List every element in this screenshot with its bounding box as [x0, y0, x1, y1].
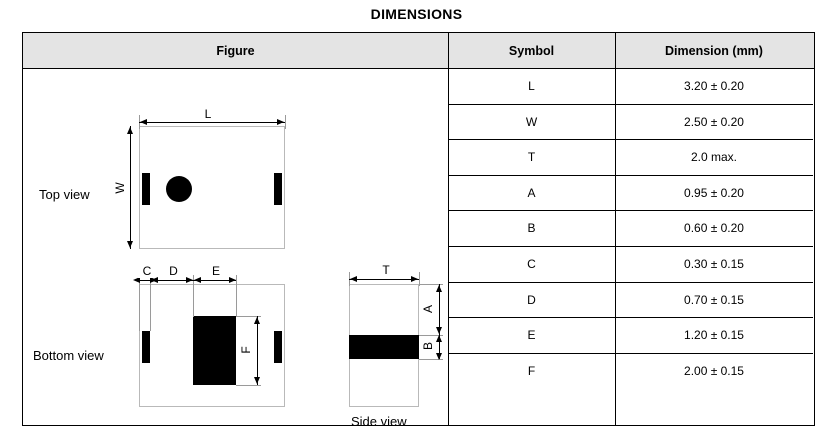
bottom-view-dim-line-d: [150, 280, 193, 281]
dimension-callout-t: T: [377, 263, 395, 277]
top-view-terminal-left: [142, 173, 150, 205]
dimension-callout-e: E: [207, 264, 225, 278]
bottom-view-arrow-d-left: [151, 276, 158, 283]
top-view-terminal-right: [274, 173, 282, 205]
table-row: E 1.20 ± 0.15: [448, 318, 813, 354]
cell-dimension: 3.20 ± 0.20: [684, 79, 744, 93]
top-view-arrow-l-left: [140, 118, 147, 125]
side-view-arrow-b-bottom: [435, 353, 442, 360]
top-view-ext-line-l-right: [285, 115, 286, 129]
cell-symbol: F: [527, 363, 536, 378]
bottom-view-ext-line-f-top: [236, 316, 261, 317]
top-view-polarity-dot: [166, 176, 192, 202]
bottom-view-label: Bottom view: [33, 348, 104, 363]
column-header-figure: Figure: [216, 44, 255, 58]
side-view-arrow-t-left: [350, 275, 357, 282]
cell-dimension: 0.30 ± 0.15: [684, 257, 744, 271]
cell-dimension: 0.60 ± 0.20: [684, 221, 744, 236]
bottom-view-center-pad: [193, 316, 236, 385]
side-view-dim-line-a: [439, 284, 440, 335]
figure-pane: Top view L W Bottom view: [23, 69, 448, 429]
column-divider-symbol-dimension: [615, 33, 616, 425]
bottom-view-arrow-f-bottom: [253, 377, 260, 384]
side-view-ext-line-t-right: [419, 272, 420, 286]
side-view-metal-band: [349, 335, 419, 359]
side-view-label: Side view: [351, 414, 407, 429]
side-view-ext-line-a-top: [419, 284, 443, 285]
bottom-view-ext-line-f-bottom: [236, 385, 261, 386]
bottom-view-dim-line-f: [257, 316, 258, 385]
table-header-row: Figure Symbol Dimension (mm): [23, 33, 814, 69]
table-row: B 0.60 ± 0.20: [448, 211, 813, 247]
table-body: L 3.20 ± 0.20 W 2.50 ± 0.20 T 2.0 max. A…: [448, 69, 813, 425]
cell-symbol: W: [525, 114, 538, 129]
page-title: DIMENSIONS: [370, 6, 463, 22]
top-view-arrow-w-top: [126, 127, 133, 134]
top-view-arrow-l-right: [277, 118, 284, 125]
cell-dimension: 2.0 max.: [690, 150, 738, 165]
bottom-view-ext-line-0: [139, 275, 140, 331]
side-view-arrow-a-bottom: [435, 327, 442, 334]
bottom-view-arrow-e-left: [194, 276, 201, 283]
table-row: C 0.30 ± 0.15: [448, 247, 813, 283]
cell-symbol: T: [527, 150, 536, 165]
side-view-ext-line-ab-mid: [419, 335, 443, 336]
column-header-symbol: Symbol: [508, 44, 555, 58]
bottom-view-arrow-d-right: [186, 276, 193, 283]
dimension-callout-w: W: [113, 180, 127, 196]
bottom-view-terminal-right: [274, 331, 282, 363]
bottom-view-arrow-e-right: [229, 276, 236, 283]
bottom-view-arrow-c-left: [133, 276, 140, 283]
top-view-dim-line-l: [139, 122, 285, 123]
top-view-body-outline: [139, 126, 285, 249]
dimension-callout-d: D: [164, 264, 183, 278]
column-header-dimension: Dimension (mm): [665, 44, 763, 58]
top-view-dim-line-w: [130, 126, 131, 249]
cell-dimension: 0.70 ± 0.15: [684, 292, 744, 307]
cell-symbol: L: [528, 79, 535, 93]
bottom-view-dim-line-c: [139, 280, 150, 281]
dimension-callout-c: C: [138, 264, 156, 278]
cell-dimension: 2.00 ± 0.15: [684, 363, 744, 378]
table-row: A 0.95 ± 0.20: [448, 176, 813, 212]
side-view-arrow-t-right: [411, 275, 418, 282]
table-row: T 2.0 max.: [448, 140, 813, 176]
dimension-callout-b: B: [421, 338, 435, 354]
top-view-label: Top view: [39, 187, 90, 202]
table-row: W 2.50 ± 0.20: [448, 105, 813, 141]
column-divider-figure-symbol: [448, 33, 449, 425]
bottom-view-arrow-f-top: [253, 317, 260, 324]
side-view-dim-line-b: [439, 335, 440, 359]
cell-dimension: 2.50 ± 0.20: [684, 114, 744, 129]
bottom-view-terminal-left: [142, 331, 150, 363]
dimension-callout-l: L: [199, 107, 217, 121]
cell-symbol: A: [527, 185, 536, 200]
side-view-arrow-b-top: [435, 335, 442, 342]
table-row: L 3.20 ± 0.20: [448, 69, 813, 105]
dimension-callout-f: F: [239, 342, 253, 358]
cell-symbol: D: [527, 292, 536, 307]
cell-symbol: C: [527, 257, 536, 271]
cell-symbol: B: [527, 221, 536, 236]
bottom-view-ext-line-2: [193, 275, 194, 317]
side-view-ext-line-b-bottom: [419, 359, 443, 360]
top-view-arrow-w-bottom: [126, 241, 133, 248]
bottom-view-ext-line-1: [150, 275, 151, 331]
bottom-view-ext-line-3: [236, 275, 237, 317]
dimension-callout-a: A: [421, 301, 435, 317]
bottom-view-dim-line-e: [193, 280, 236, 281]
side-view-dim-line-t: [349, 279, 419, 280]
side-view-arrow-a-top: [435, 285, 442, 292]
table-row: F 2.00 ± 0.15: [448, 354, 813, 390]
cell-symbol: E: [527, 328, 536, 343]
cell-dimension: 0.95 ± 0.20: [684, 185, 744, 200]
dimensions-table: Figure Symbol Dimension (mm) Top view L …: [22, 32, 815, 429]
cell-dimension: 1.20 ± 0.15: [684, 328, 744, 343]
table-row: D 0.70 ± 0.15: [448, 283, 813, 319]
